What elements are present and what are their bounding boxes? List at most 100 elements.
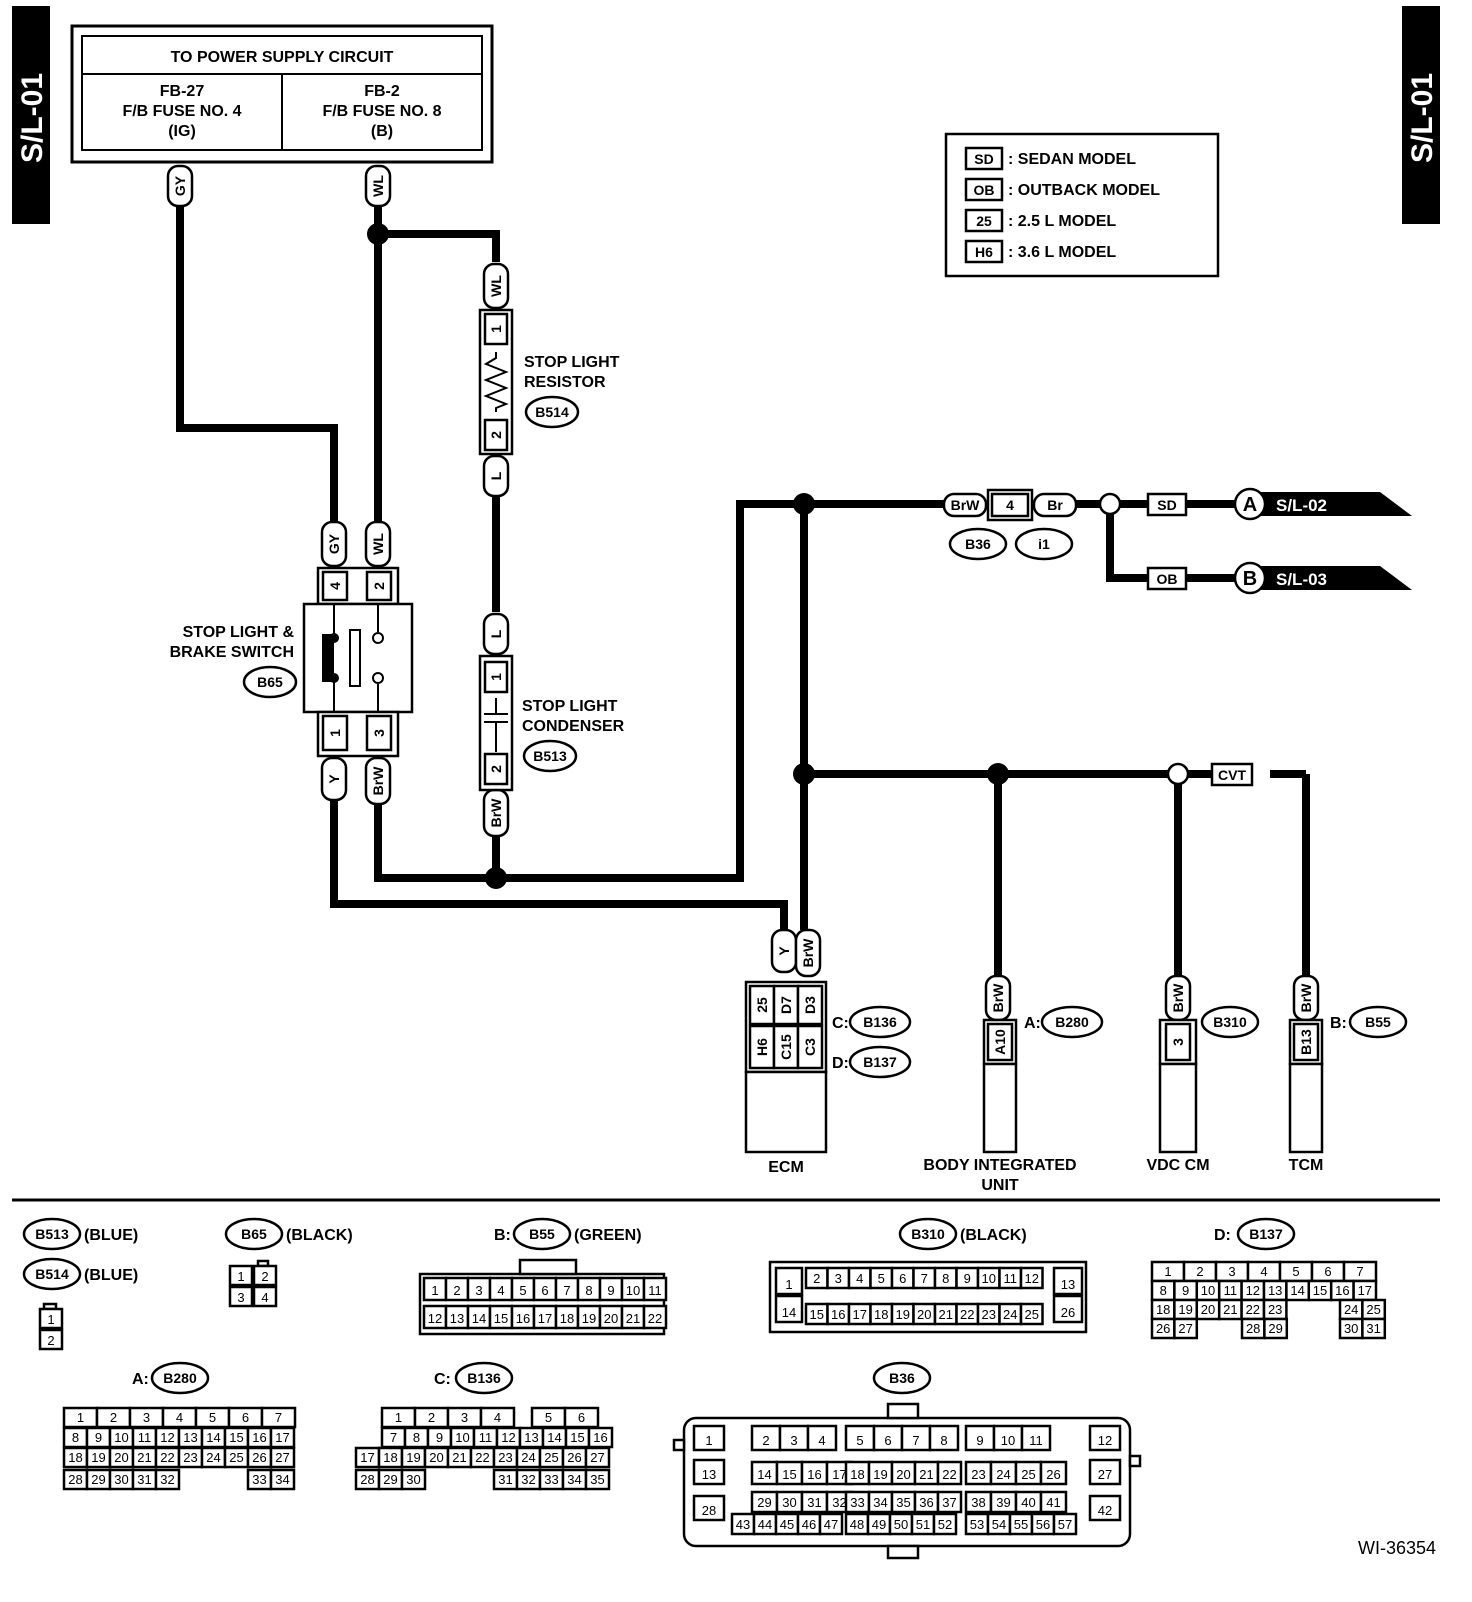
pin-label: 7 — [921, 1271, 928, 1286]
pin-label: 4 — [856, 1271, 863, 1286]
pin-label: 19 — [406, 1450, 420, 1465]
pin-label: 12 — [1025, 1271, 1039, 1286]
pin-label: 31 — [807, 1495, 821, 1510]
splice-points — [367, 223, 1190, 889]
svg-text:D:: D: — [1214, 1227, 1231, 1244]
pin-label: 16 — [831, 1307, 845, 1322]
model-legend: SD : SEDAN MODEL OB : OUTBACK MODEL 25 :… — [944, 132, 1220, 278]
svg-text:S/L-01: S/L-01 — [16, 73, 49, 163]
pin-cell — [269, 1446, 296, 1469]
pin-label: 24 — [521, 1450, 535, 1465]
fuse-b-line3: (B) — [371, 123, 393, 140]
pin-label: 3 — [835, 1271, 842, 1286]
connector-view-b513: B513 (BLUE) — [22, 1217, 138, 1251]
tcm-conn: B55 — [1365, 1014, 1391, 1030]
svg-text:B: B — [1243, 568, 1257, 590]
pin-label: 21 — [1223, 1302, 1237, 1317]
pin-label: 14 — [547, 1430, 561, 1445]
wire-tag-brw-ecm: BrW — [794, 928, 822, 978]
vdc-cm: 3 B310 VDC CM — [1146, 1005, 1260, 1174]
pin-cell — [1263, 1317, 1289, 1340]
pin-label: 26 — [1061, 1305, 1075, 1320]
wire-tag-l-1: L — [482, 454, 510, 498]
condenser-label-2: CONDENSER — [522, 718, 625, 735]
svg-text:BrW: BrW — [800, 938, 816, 968]
pin-label: 30 — [782, 1495, 796, 1510]
pin-label: 1 — [431, 1283, 438, 1298]
pin-label: 13 — [450, 1311, 464, 1326]
pin-label: 20 — [896, 1467, 910, 1482]
svg-text:: 2.5 L MODEL: : 2.5 L MODEL — [1008, 213, 1116, 230]
pin-label: 15 — [494, 1311, 508, 1326]
body-integrated-unit: A10 A: B280 BODY INTEGRATED UNIT — [923, 1005, 1104, 1194]
wire-tags: GY WL WL L L BrW GY WL Y BrW Y BrW BrW B… — [166, 164, 1320, 1022]
pin-cell — [584, 1446, 611, 1469]
pin-label: 30 — [114, 1472, 128, 1487]
svg-text:2: 2 — [371, 582, 387, 590]
pin-label: 18 — [874, 1307, 888, 1322]
svg-text:B514: B514 — [35, 1266, 69, 1282]
svg-text:OB: OB — [974, 182, 995, 198]
pin-label: 17 — [832, 1467, 846, 1482]
pin-label: 32 — [521, 1472, 535, 1487]
pin-label: 5 — [856, 1433, 863, 1448]
svg-text:D:: D: — [832, 1055, 849, 1072]
pin-label: 15 — [810, 1307, 824, 1322]
pin-label: 10 — [982, 1271, 996, 1286]
pin-label: 13 — [183, 1430, 197, 1445]
pin-cell — [932, 1512, 958, 1536]
pin-label: 46 — [802, 1517, 816, 1532]
pin-label: 19 — [1178, 1302, 1192, 1317]
tcm-label: TCM — [1289, 1157, 1324, 1174]
svg-text:B65: B65 — [241, 1226, 267, 1242]
pin-label: 28 — [1246, 1321, 1260, 1336]
svg-text:D7: D7 — [778, 996, 794, 1014]
ecm-conn-d: B137 — [863, 1054, 897, 1070]
svg-text:C:: C: — [434, 1371, 451, 1388]
pin-label: 15 — [570, 1430, 584, 1445]
pin-label: 11 — [1004, 1271, 1018, 1286]
svg-text:(BLUE): (BLUE) — [84, 1267, 138, 1284]
pin-label: 12 — [428, 1311, 442, 1326]
pin-label: 34 — [567, 1472, 581, 1487]
svg-text:SD: SD — [1157, 497, 1176, 513]
pin-label: 26 — [1046, 1467, 1060, 1482]
biu-label-2: UNIT — [981, 1177, 1019, 1194]
drawing-id: WI-36354 — [1358, 1538, 1436, 1558]
page-tab-right: S/L-01 — [1402, 6, 1440, 224]
vdc-label: VDC CM — [1146, 1157, 1209, 1174]
pin-label: 17 — [1358, 1283, 1372, 1298]
svg-text:D3: D3 — [802, 996, 818, 1014]
svg-text:CVT: CVT — [1218, 767, 1246, 783]
pin-cell — [992, 1424, 1024, 1452]
pin-cell — [1019, 1266, 1044, 1290]
pin-label: 33 — [252, 1472, 266, 1487]
pin-label: 25 — [544, 1450, 558, 1465]
pin-label: 14 — [206, 1430, 220, 1445]
fuse-b-line2: F/B FUSE NO. 8 — [322, 103, 441, 120]
wire-tag-gy-switch: GY — [320, 520, 348, 568]
output-ob: OB B S/L-03 — [1146, 561, 1412, 595]
pin-cell — [936, 1460, 963, 1486]
pin-label: 8 — [72, 1430, 79, 1445]
pin-label: 6 — [899, 1271, 906, 1286]
pin-cell — [154, 1468, 181, 1491]
pin-label: 11 — [1224, 1283, 1238, 1298]
pin-label: 6 — [541, 1283, 548, 1298]
pin-label: 27 — [1178, 1321, 1192, 1336]
pin-label: 13 — [1268, 1283, 1282, 1298]
pin-label: 21 — [452, 1450, 466, 1465]
svg-text:S/L-03: S/L-03 — [1276, 570, 1327, 589]
svg-text:A10: A10 — [992, 1029, 1008, 1055]
pin-label: 18 — [560, 1311, 574, 1326]
joint-connector: BrW 4 Br B36 i1 — [942, 488, 1078, 561]
pin-label: 26 — [1156, 1321, 1170, 1336]
svg-text:(BLUE): (BLUE) — [84, 1227, 138, 1244]
pin-label: 5 — [545, 1410, 552, 1425]
resistor-label-2: RESISTOR — [524, 374, 606, 391]
pin-label: 23 — [971, 1467, 985, 1482]
pin-label: 13 — [1061, 1277, 1075, 1292]
condenser-label-1: STOP LIGHT — [522, 698, 618, 715]
